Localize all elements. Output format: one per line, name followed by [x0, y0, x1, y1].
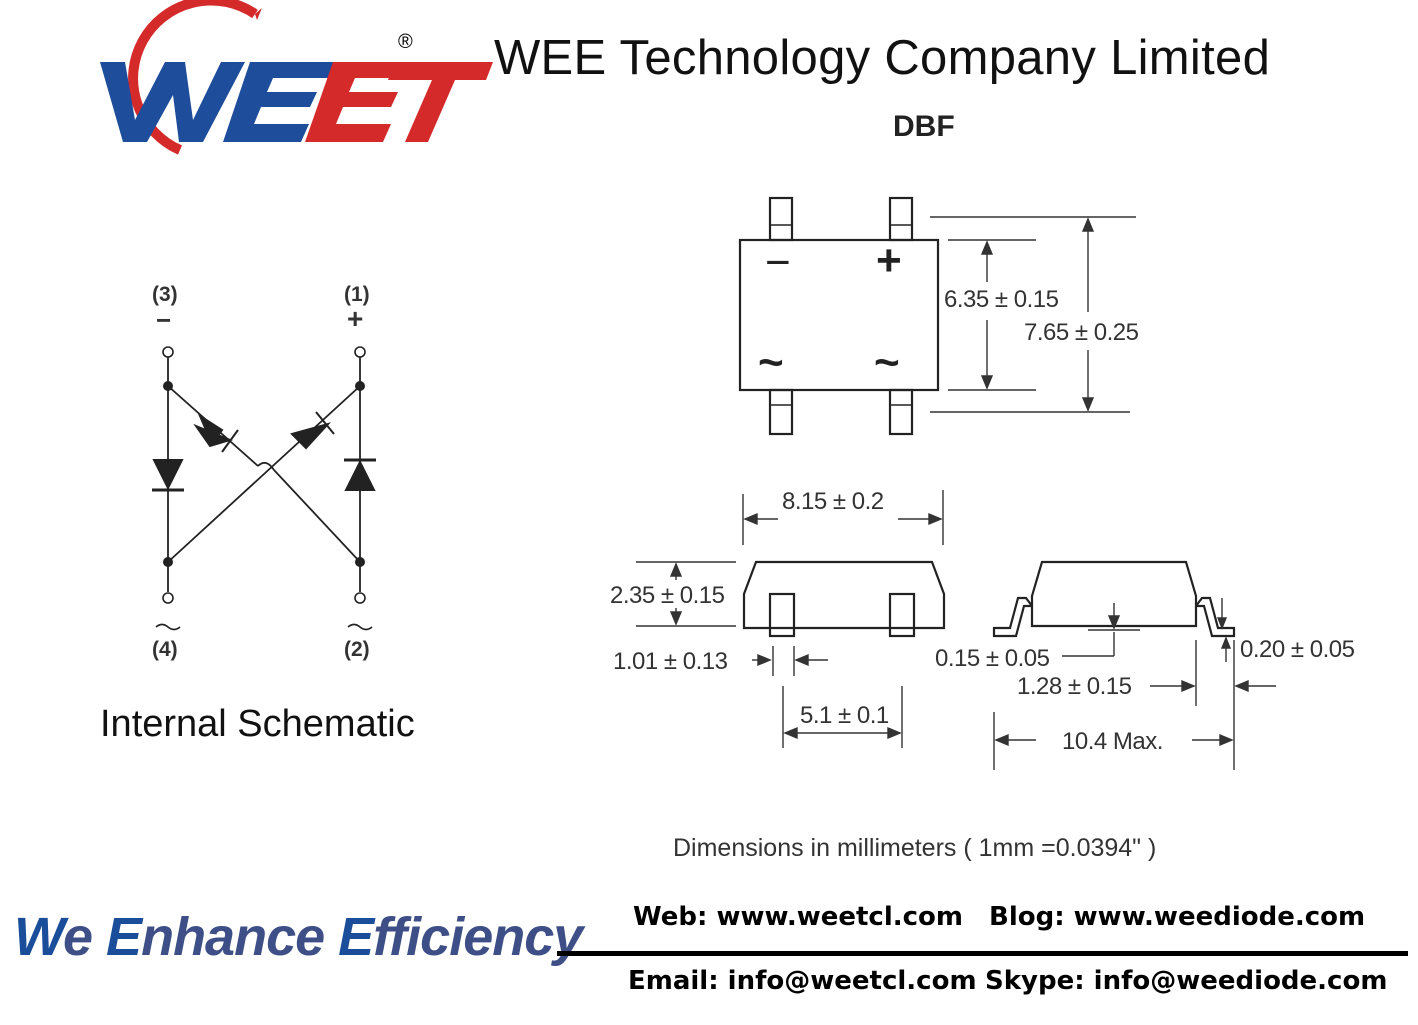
package-name: DBF: [893, 110, 955, 143]
diode-right: [344, 459, 376, 491]
dim-overall-width: 10.4 Max.: [1062, 728, 1163, 755]
pin-3-label: (3): [152, 283, 178, 306]
ac-left-mark: ~: [758, 338, 784, 387]
slogan-efficiency-rest: fficiency: [373, 907, 583, 967]
slogan: We Enhance Efficiency: [14, 906, 583, 968]
footer-divider: [557, 951, 1408, 956]
blog-link[interactable]: Blog: www.weediode.com: [989, 902, 1366, 932]
minus-mark: −: [765, 238, 791, 287]
dim-inner-height: 6.35 ± 0.15: [944, 286, 1059, 313]
end-view-body: [1030, 560, 1198, 628]
dim-lead-thickness: 0.20 ± 0.05: [1240, 636, 1355, 663]
pin-1-terminal: [354, 346, 366, 358]
pin-3-symbol: −: [156, 305, 172, 335]
schematic-caption: Internal Schematic: [100, 703, 415, 745]
registered-mark: ®: [398, 31, 413, 53]
pin-2-terminal: [354, 592, 366, 604]
pin-1-label: (1): [344, 283, 370, 306]
dim-outer-height: 7.65 ± 0.25: [1024, 319, 1139, 346]
slogan-enhance-cap: E: [106, 907, 142, 967]
top-view-body: [738, 238, 940, 392]
dim-lead-length: 1.28 ± 0.15: [1017, 673, 1132, 700]
diode-left: [152, 459, 184, 491]
pin-3-terminal: [162, 346, 174, 358]
slogan-enhance-rest: nhance: [141, 907, 339, 967]
slogan-w: W: [14, 907, 64, 967]
dim-standoff: 0.15 ± 0.05: [935, 645, 1050, 672]
email-link[interactable]: Email: info@weetcl.com: [628, 966, 977, 996]
company-name: WEE Technology Company Limited: [494, 31, 1271, 85]
dim-body-height: 2.35 ± 0.15: [610, 582, 725, 609]
dim-lead-width: 1.01 ± 0.13: [613, 648, 728, 675]
slogan-efficiency-cap: E: [338, 907, 374, 967]
dim-body-length: 8.15 ± 0.2: [782, 488, 884, 515]
dimensions-note: Dimensions in millimeters ( 1mm =0.0394"…: [673, 834, 1157, 862]
plus-mark: +: [876, 236, 902, 285]
pin-2-label: (2): [344, 638, 370, 661]
skype-contact[interactable]: Skype: info@weediode.com: [985, 966, 1388, 996]
diode-diag-right: [290, 422, 332, 450]
ac-right-mark: ~: [874, 338, 900, 387]
pin-4-label: (4): [152, 638, 178, 661]
pin-4-terminal: [162, 592, 174, 604]
pin-1-symbol: +: [347, 303, 364, 334]
web-link[interactable]: Web: www.weetcl.com: [633, 902, 964, 932]
dim-lead-pitch: 5.1 ± 0.1: [800, 702, 889, 729]
side-view-body: [742, 560, 946, 630]
slogan-e: e: [63, 907, 107, 967]
weet-logo: ®: [100, 0, 493, 155]
